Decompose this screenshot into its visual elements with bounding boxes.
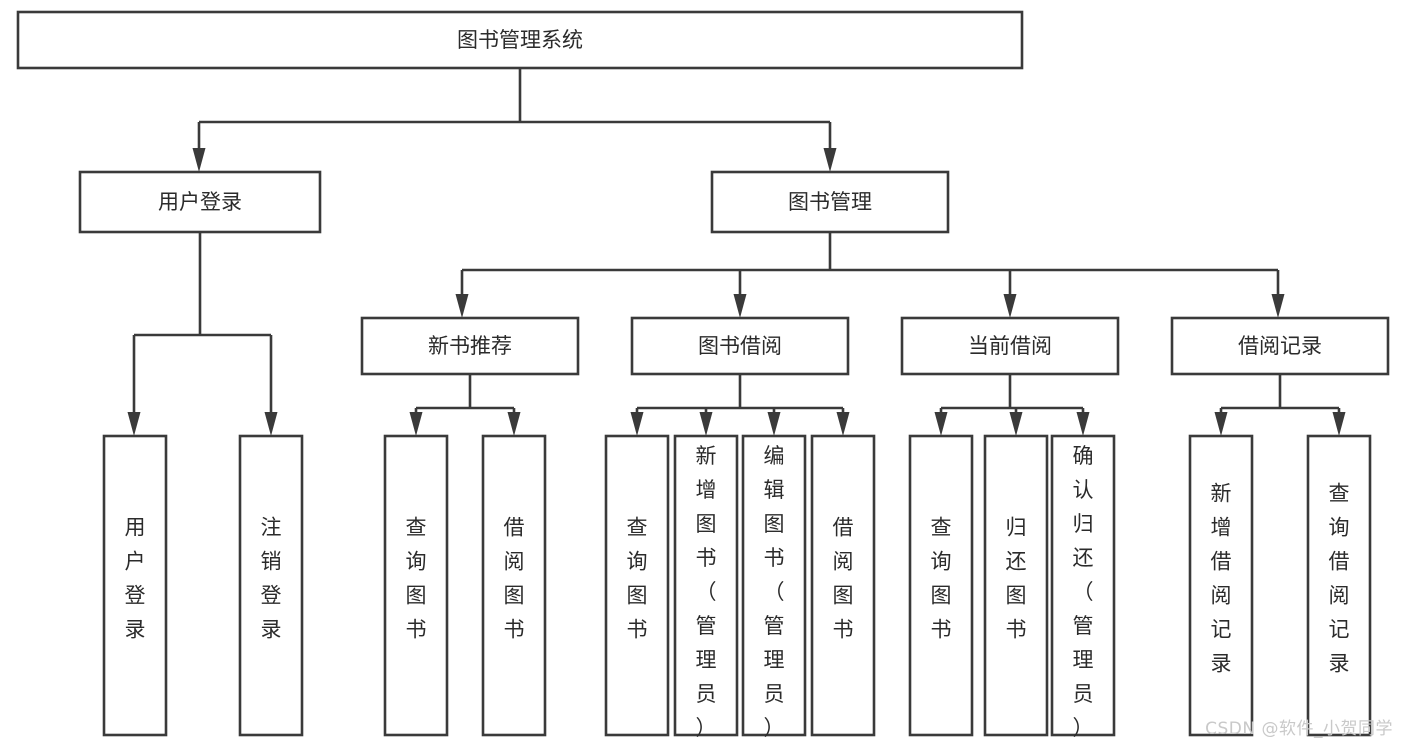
node-box-leaf-borrow-book-recommend[interactable] <box>481 434 547 737</box>
arrow-head-icon <box>823 148 837 172</box>
node-box-new-book-recommend[interactable] <box>360 316 580 376</box>
node-leaf-return-book[interactable]: 归还图书 <box>983 434 1049 737</box>
arrow-head-icon <box>630 412 644 436</box>
node-label-user-login: 用户登录 <box>158 190 242 214</box>
node-root[interactable]: 图书管理系统 <box>16 10 1024 70</box>
node-leaf-query-book-current[interactable]: 查询图书 <box>908 434 974 737</box>
node-label-leaf-return-book: 归还图书 <box>1006 516 1027 642</box>
connector-layer <box>127 68 1346 436</box>
arrow-head-icon <box>934 412 948 436</box>
node-leaf-query-book-borrow[interactable]: 查询图书 <box>604 434 670 737</box>
connector-book-management-to-level3 <box>455 232 1285 318</box>
arrow-head-icon <box>1003 294 1017 318</box>
node-box-book-borrow[interactable] <box>630 316 850 376</box>
node-label-leaf-user-login: 用户登录 <box>125 516 146 642</box>
node-leaf-user-login[interactable]: 用户登录 <box>102 434 168 737</box>
node-new-book-recommend[interactable]: 新书推荐 <box>360 316 580 376</box>
node-current-borrow[interactable]: 当前借阅 <box>900 316 1120 376</box>
node-label-leaf-borrow-book-recommend: 借阅图书 <box>504 516 525 642</box>
node-label-book-management: 图书管理 <box>788 190 872 214</box>
node-leaf-borrow-book-recommend[interactable]: 借阅图书 <box>481 434 547 737</box>
arrow-head-icon <box>507 412 521 436</box>
node-label-leaf-query-book-borrow: 查询图书 <box>627 516 648 642</box>
arrow-head-icon <box>836 412 850 436</box>
arrow-head-icon <box>1332 412 1346 436</box>
node-leaf-user-logout[interactable]: 注销登录 <box>238 434 304 737</box>
node-box-book-management[interactable] <box>710 170 950 234</box>
node-label-root: 图书管理系统 <box>457 28 583 52</box>
node-box-leaf-borrow-book[interactable] <box>810 434 876 737</box>
node-book-management[interactable]: 图书管理 <box>710 170 950 234</box>
connector-new-book-recommend-to-leaves <box>409 374 521 436</box>
node-leaf-confirm-return[interactable]: 确认归还（管理员） <box>1050 434 1116 740</box>
node-label-leaf-query-borrow-record: 查询借阅记录 <box>1329 482 1350 676</box>
node-label-leaf-query-book-recommend: 查询图书 <box>406 516 427 642</box>
node-label-leaf-add-borrow-record: 新增借阅记录 <box>1211 482 1232 676</box>
node-box-user-login[interactable] <box>78 170 322 234</box>
node-label-new-book-recommend: 新书推荐 <box>428 334 512 358</box>
node-leaf-add-borrow-record[interactable]: 新增借阅记录 <box>1188 434 1254 737</box>
arrow-head-icon <box>699 412 713 436</box>
node-label-leaf-user-logout: 注销登录 <box>261 516 282 642</box>
node-label-leaf-confirm-return: 确认归还（管理员） <box>1073 444 1094 740</box>
connector-current-borrow-to-leaves <box>934 374 1090 436</box>
connector-user-login-to-leaves <box>127 232 278 436</box>
node-label-leaf-add-book: 新增图书（管理员） <box>696 444 717 740</box>
node-leaf-query-book-recommend[interactable]: 查询图书 <box>383 434 449 737</box>
node-box-leaf-add-book[interactable] <box>673 434 739 737</box>
node-box-leaf-return-book[interactable] <box>983 434 1049 737</box>
node-box-root[interactable] <box>16 10 1024 70</box>
node-book-borrow[interactable]: 图书借阅 <box>630 316 850 376</box>
node-label-leaf-edit-book: 编辑图书（管理员） <box>764 444 785 740</box>
node-user-login[interactable]: 用户登录 <box>78 170 322 234</box>
connector-book-borrow-to-leaves <box>630 374 850 436</box>
arrow-head-icon <box>733 294 747 318</box>
node-box-leaf-confirm-return[interactable] <box>1050 434 1116 737</box>
node-box-leaf-query-book-current[interactable] <box>908 434 974 737</box>
node-box-leaf-query-book-recommend[interactable] <box>383 434 449 737</box>
node-box-leaf-query-borrow-record[interactable] <box>1306 434 1372 737</box>
node-leaf-edit-book[interactable]: 编辑图书（管理员） <box>741 434 807 740</box>
node-leaf-query-borrow-record[interactable]: 查询借阅记录 <box>1306 434 1372 737</box>
arrow-head-icon <box>767 412 781 436</box>
connector-borrow-record-to-leaves <box>1214 374 1346 436</box>
node-box-leaf-query-book-borrow[interactable] <box>604 434 670 737</box>
node-box-leaf-user-login[interactable] <box>102 434 168 737</box>
arrow-head-icon <box>409 412 423 436</box>
connector-root-to-level2 <box>192 68 837 172</box>
arrow-head-icon <box>1009 412 1023 436</box>
arrow-head-icon <box>127 412 141 436</box>
arrow-head-icon <box>1271 294 1285 318</box>
node-borrow-record[interactable]: 借阅记录 <box>1170 316 1390 376</box>
node-layer: 图书管理系统用户登录图书管理新书推荐图书借阅当前借阅借阅记录用户登录注销登录查询… <box>16 10 1390 740</box>
node-box-leaf-user-logout[interactable] <box>238 434 304 737</box>
arrow-head-icon <box>455 294 469 318</box>
node-label-borrow-record: 借阅记录 <box>1238 334 1322 358</box>
node-label-book-borrow: 图书借阅 <box>698 334 782 358</box>
node-box-leaf-add-borrow-record[interactable] <box>1188 434 1254 737</box>
arrow-head-icon <box>192 148 206 172</box>
node-leaf-borrow-book[interactable]: 借阅图书 <box>810 434 876 737</box>
node-leaf-add-book[interactable]: 新增图书（管理员） <box>673 434 739 740</box>
arrow-head-icon <box>264 412 278 436</box>
arrow-head-icon <box>1076 412 1090 436</box>
node-label-current-borrow: 当前借阅 <box>968 334 1052 358</box>
node-box-leaf-edit-book[interactable] <box>741 434 807 737</box>
node-label-leaf-borrow-book: 借阅图书 <box>833 516 854 642</box>
node-box-borrow-record[interactable] <box>1170 316 1390 376</box>
node-box-current-borrow[interactable] <box>900 316 1120 376</box>
arrow-head-icon <box>1214 412 1228 436</box>
node-label-leaf-query-book-current: 查询图书 <box>931 516 952 642</box>
